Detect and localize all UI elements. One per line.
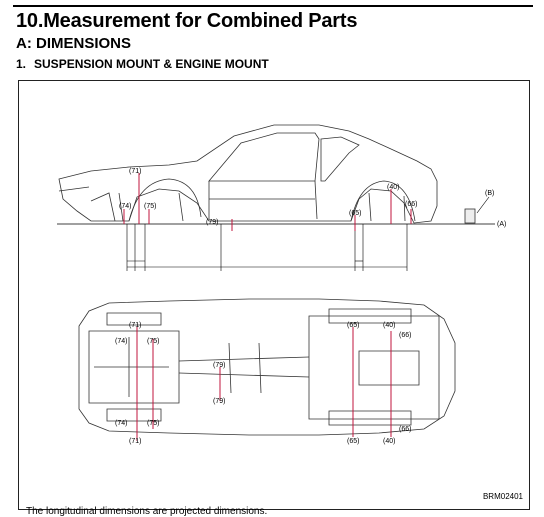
top-upper-point-71: (71)	[129, 322, 141, 329]
section-subtitle: A: DIMENSIONS	[16, 35, 132, 52]
top-body-outline	[78, 298, 456, 436]
side-point-75: (75)	[144, 203, 156, 210]
top-upper-point-40: (40)	[383, 322, 395, 329]
reference-block	[464, 208, 476, 224]
reference-label-b: (B)	[485, 190, 494, 197]
side-rear-window	[320, 136, 360, 182]
side-front-arch	[128, 178, 202, 222]
top-rear-wheels	[328, 308, 412, 426]
top-lower-point-75: (75)	[147, 420, 159, 427]
top-view	[78, 298, 456, 436]
top-lower-point-40: (40)	[383, 438, 395, 445]
top-lower-point-74: (74)	[115, 420, 127, 427]
header-rule	[13, 5, 533, 7]
top-lower-point-65: (65)	[347, 438, 359, 445]
top-upper-point-66: (66)	[399, 332, 411, 339]
top-mount-points	[136, 327, 392, 441]
top-rear-subframe	[308, 315, 440, 420]
side-dimension-lines	[126, 224, 408, 271]
side-door-line	[208, 180, 318, 220]
top-lower-point-71: (71)	[129, 438, 141, 445]
top-lower-point-66: (66)	[399, 426, 411, 433]
side-window	[208, 132, 320, 182]
item-heading: 1. SUSPENSION MOUNT & ENGINE MOUNT	[16, 57, 269, 71]
top-front-wheels	[106, 312, 162, 422]
reference-label-a: (A)	[497, 221, 506, 228]
top-front-subframe	[88, 330, 180, 404]
side-body-outline	[58, 124, 438, 224]
side-point-74: (74)	[119, 203, 131, 210]
side-rear-arch	[350, 180, 416, 222]
side-mount-points	[123, 173, 412, 231]
side-point-65: (65)	[349, 210, 361, 217]
side-point-66: (66)	[405, 201, 417, 208]
side-view	[58, 124, 476, 224]
top-lower-point-79: (79)	[213, 398, 225, 405]
side-point-79: (79)	[206, 219, 218, 226]
footnote-caption: The longitudinal dimensions are projecte…	[26, 506, 268, 517]
figure-id: BRM02401	[482, 492, 523, 501]
top-upper-point-65: (65)	[347, 322, 359, 329]
top-rear-diff	[358, 350, 420, 386]
side-point-71: (71)	[129, 168, 141, 175]
top-center-tunnel	[178, 342, 310, 394]
diagram-figure: (71) (74) (75) (79) (65) (40) (66) (A) (…	[18, 80, 530, 510]
vehicle-diagram: (71) (74) (75) (79) (65) (40) (66) (A) (…	[57, 124, 506, 445]
item-title: SUSPENSION MOUNT & ENGINE MOUNT	[34, 57, 269, 71]
section-title: 10.Measurement for Combined Parts	[16, 10, 358, 32]
reference-leader-b	[476, 196, 490, 214]
side-underbody	[58, 186, 406, 222]
top-upper-point-79: (79)	[213, 362, 225, 369]
top-front-crossmember	[94, 337, 169, 397]
top-upper-point-75: (75)	[147, 338, 159, 345]
side-point-40: (40)	[387, 184, 399, 191]
item-number: 1.	[16, 57, 27, 71]
top-upper-point-74: (74)	[115, 338, 127, 345]
